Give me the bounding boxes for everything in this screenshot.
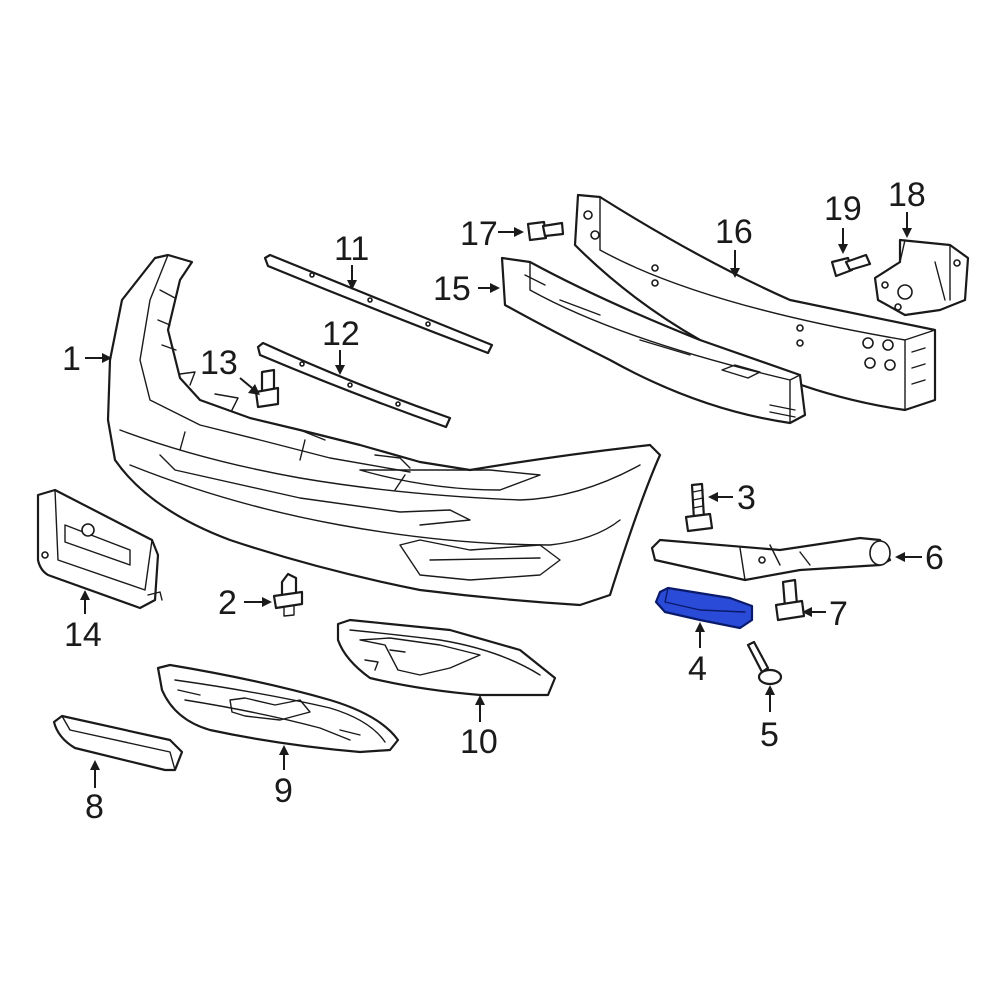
part-8-side-trim[interactable] bbox=[52, 714, 184, 772]
part-9-lower-grille[interactable] bbox=[156, 663, 400, 754]
part-19-bolt[interactable] bbox=[830, 253, 872, 278]
part-10-fog-lamp-bezel[interactable] bbox=[336, 618, 557, 697]
part-15-energy-absorber[interactable] bbox=[500, 256, 807, 425]
callout-labels: 1 2 3 4 5 6 7 8 9 10 11 12 13 14 15 16 1… bbox=[62, 176, 944, 826]
callout-2: 2 bbox=[218, 584, 237, 622]
callout-10: 10 bbox=[460, 723, 498, 761]
part-2-retainer-clip[interactable] bbox=[272, 572, 304, 617]
part-14-license-bracket[interactable] bbox=[36, 488, 163, 610]
part-6-side-bracket[interactable] bbox=[650, 536, 892, 582]
part-16-reinforcement-beam[interactable] bbox=[573, 193, 937, 412]
part-12-lower-seal-strip[interactable] bbox=[256, 341, 452, 429]
leader-lines bbox=[80, 212, 922, 788]
callout-9: 9 bbox=[274, 772, 293, 810]
callout-19: 19 bbox=[824, 190, 862, 228]
part-1-bumper-cover[interactable] bbox=[106, 253, 662, 607]
part-3-bolt[interactable] bbox=[684, 482, 714, 533]
callout-7: 7 bbox=[829, 595, 848, 633]
part-7-stud-bolt[interactable] bbox=[774, 578, 806, 622]
callout-3: 3 bbox=[737, 479, 756, 517]
callout-13: 13 bbox=[200, 344, 238, 382]
callout-4: 4 bbox=[688, 650, 707, 688]
part-18-mounting-bracket[interactable] bbox=[873, 238, 970, 317]
part-11-upper-seal-strip[interactable] bbox=[263, 253, 494, 355]
part-17-bolt[interactable] bbox=[526, 220, 565, 242]
callout-8: 8 bbox=[85, 788, 104, 826]
callout-12: 12 bbox=[322, 315, 360, 353]
callout-1: 1 bbox=[62, 340, 81, 378]
callout-17: 17 bbox=[460, 215, 498, 253]
callout-14: 14 bbox=[64, 616, 102, 654]
part-4-bracket-highlighted[interactable] bbox=[654, 586, 754, 630]
callout-5: 5 bbox=[760, 716, 779, 754]
callout-6: 6 bbox=[925, 539, 944, 577]
part-13-retainer[interactable] bbox=[254, 368, 280, 409]
callout-15: 15 bbox=[433, 270, 471, 308]
part-5-screw[interactable] bbox=[746, 640, 783, 686]
callout-11: 11 bbox=[334, 230, 369, 268]
callout-18: 18 bbox=[888, 176, 926, 214]
callout-16: 16 bbox=[715, 213, 753, 251]
